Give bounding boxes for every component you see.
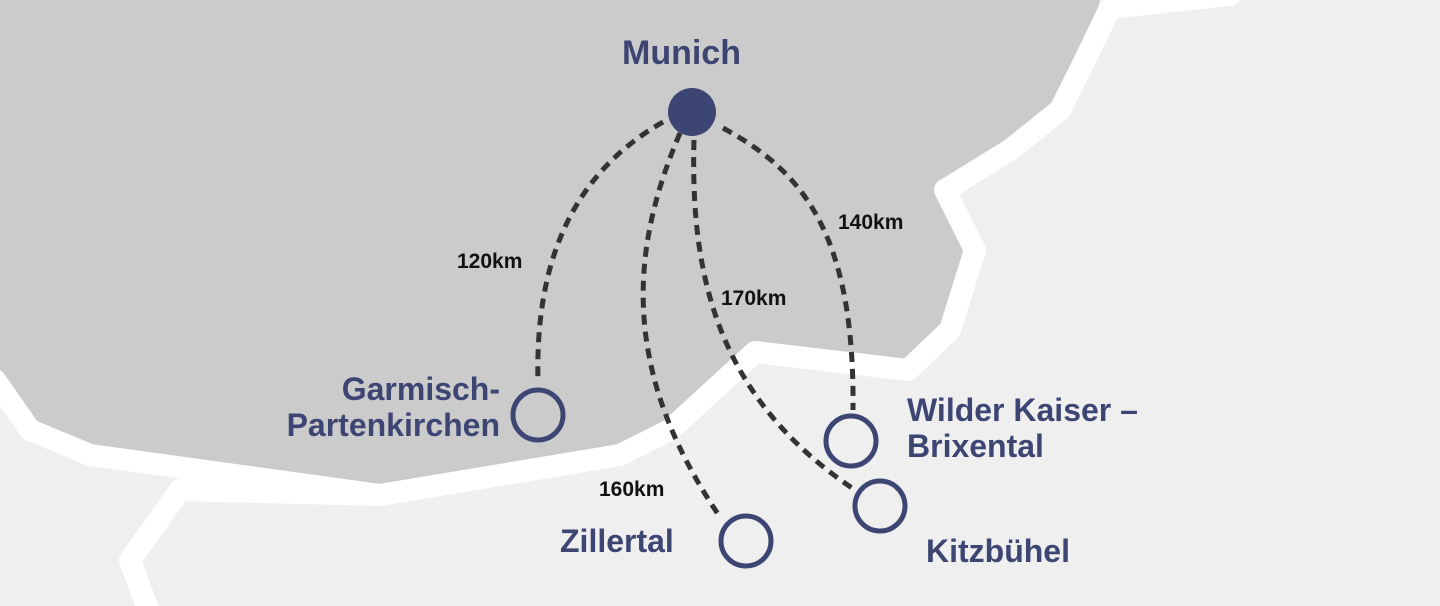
kitzbuhel-marker-ring-circle-icon[interactable] <box>852 478 908 534</box>
wilder-kaiser-marker-ring-circle-icon[interactable] <box>823 413 879 469</box>
border-austria-italy <box>119 479 391 606</box>
distance-kitzbuhel: 170km <box>721 287 787 310</box>
munich-marker-filled-circle-icon[interactable] <box>668 88 716 136</box>
germany-region <box>0 0 1100 495</box>
distance-zillertal: 160km <box>599 478 665 501</box>
wilder-kaiser-label: Wilder Kaiser – Brixental <box>907 392 1138 465</box>
distance-garmisch: 120km <box>457 250 523 273</box>
routes <box>535 119 857 519</box>
wilder-kaiser-label-line2: Brixental <box>907 427 1044 464</box>
border-germany-austria <box>0 0 1240 506</box>
zillertal-label: Zillertal <box>560 523 674 559</box>
munich-label: Munich <box>622 34 741 72</box>
route-kitzbuhel <box>691 139 857 493</box>
route-wilder-kaiser <box>721 125 856 411</box>
kitzbuhel-label: Kitzbühel <box>926 533 1070 569</box>
garmisch-marker-ring-circle-icon[interactable] <box>510 387 566 443</box>
zillertal-marker-ring-circle-icon[interactable] <box>718 513 774 569</box>
wilder-kaiser-label-line1: Wilder Kaiser – <box>907 392 1138 428</box>
garmisch-label: Garmisch- Partenkirchen <box>286 371 500 444</box>
garmisch-label-line1: Garmisch- <box>341 371 500 407</box>
garmisch-label-line2: Partenkirchen <box>286 406 500 443</box>
distance-wilder-kaiser: 140km <box>838 211 904 234</box>
route-garmisch <box>535 119 665 383</box>
